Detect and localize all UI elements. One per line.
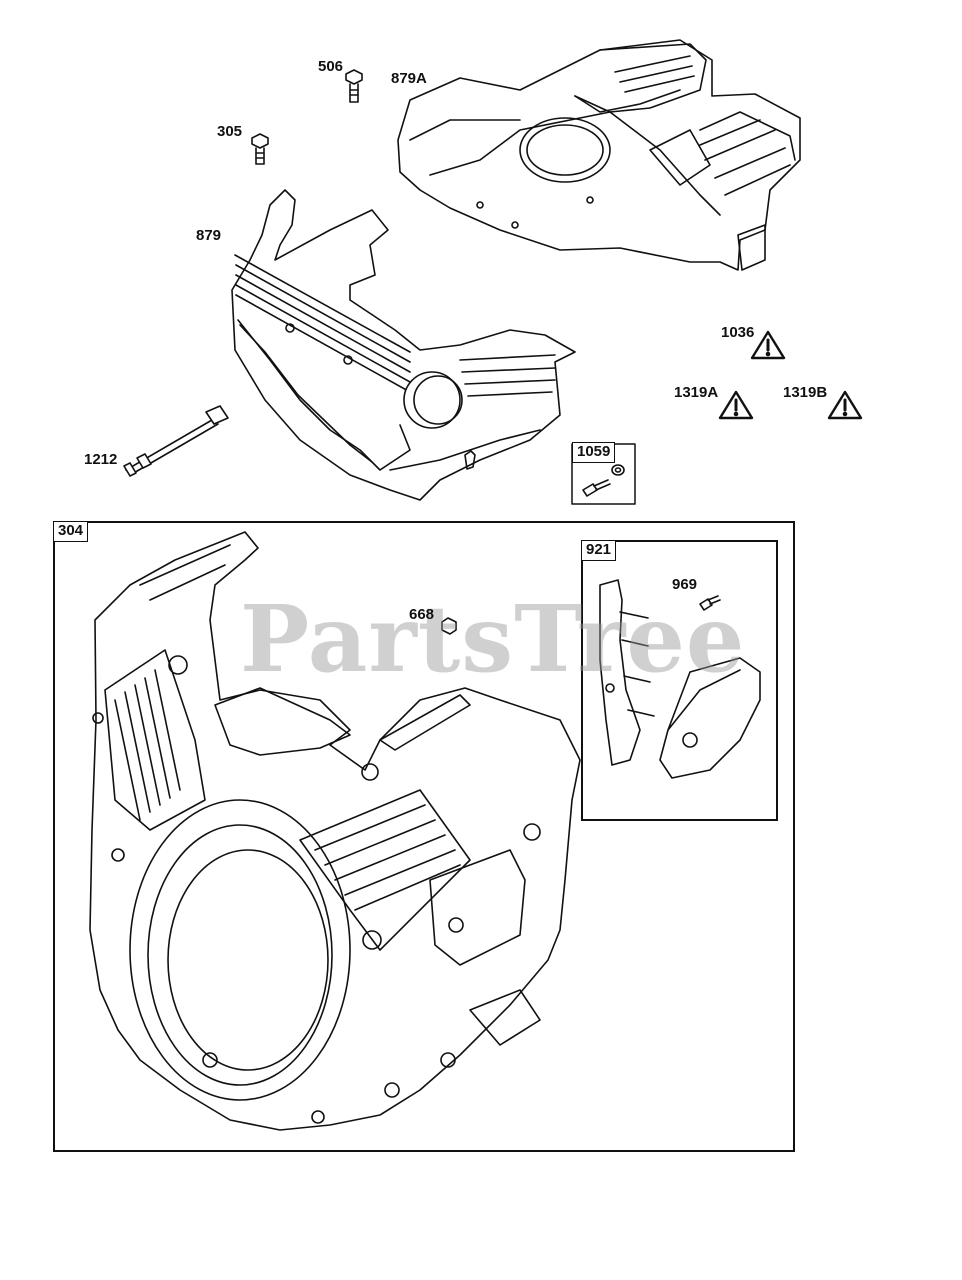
blower-housing-304 bbox=[89, 531, 581, 1131]
watermark: PartsTree bbox=[240, 585, 746, 693]
warning-triangle-icon bbox=[718, 390, 754, 420]
callout-879[interactable]: 879 bbox=[196, 227, 222, 244]
callout-1036[interactable]: 1036 bbox=[721, 324, 755, 341]
pin-1212 bbox=[123, 405, 229, 477]
guard-921 bbox=[599, 579, 761, 779]
group-frame-304 bbox=[53, 521, 795, 1152]
callout-506[interactable]: 506 bbox=[318, 58, 344, 75]
warning-triangle-icon bbox=[750, 330, 786, 360]
callout-1059[interactable]: 1059 bbox=[572, 442, 616, 463]
bolt-506 bbox=[345, 69, 363, 103]
callout-879A[interactable]: 879A bbox=[391, 70, 427, 87]
callout-969[interactable]: 969 bbox=[672, 576, 698, 593]
callout-921[interactable]: 921 bbox=[581, 540, 617, 561]
group-frame-921 bbox=[581, 540, 778, 821]
callout-668[interactable]: 668 bbox=[409, 606, 435, 623]
bolt-305 bbox=[251, 133, 269, 165]
plug-668 bbox=[441, 617, 457, 635]
callout-1212[interactable]: 1212 bbox=[84, 451, 118, 468]
callout-304[interactable]: 304 bbox=[53, 521, 89, 542]
screw-icon bbox=[582, 479, 611, 497]
warning-triangle-icon bbox=[827, 390, 863, 420]
callout-1319B[interactable]: 1319B bbox=[783, 384, 828, 401]
washer-icon bbox=[611, 464, 625, 476]
shroud-879A bbox=[397, 39, 801, 271]
callout-1319A[interactable]: 1319A bbox=[674, 384, 719, 401]
shroud-879 bbox=[231, 189, 576, 501]
callout-305[interactable]: 305 bbox=[217, 123, 243, 140]
screw-icon bbox=[699, 595, 721, 611]
